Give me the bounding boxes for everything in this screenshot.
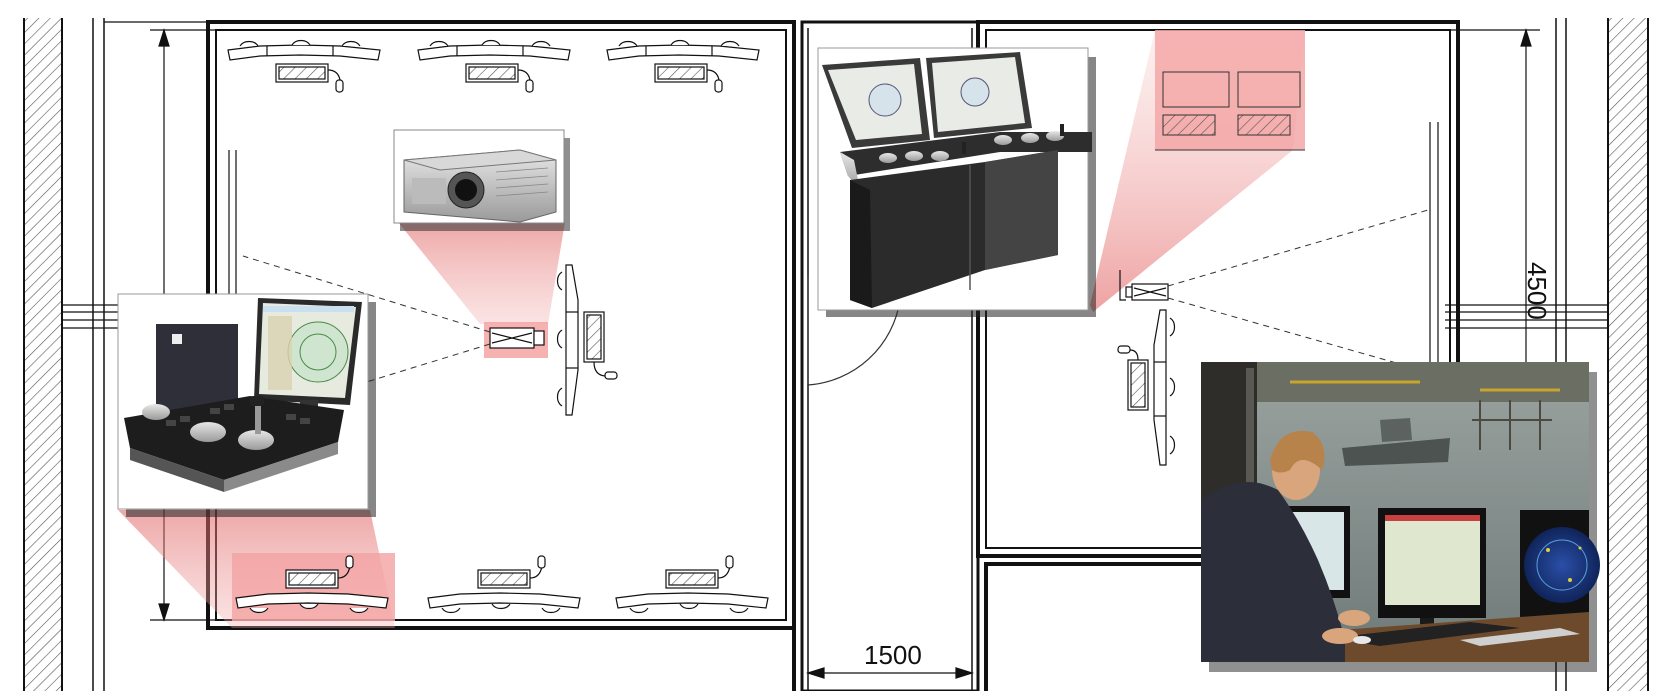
projection-screen-right bbox=[1429, 122, 1439, 380]
exterior-wall-right bbox=[1555, 18, 1649, 691]
workstation-top-3 bbox=[606, 39, 760, 93]
projector-highlight-wedge bbox=[398, 222, 565, 324]
workstation-bottom-2 bbox=[427, 555, 581, 614]
workstation-bottom-3 bbox=[615, 555, 769, 614]
instructor-station-right bbox=[1117, 309, 1176, 466]
corridor-dimension-line bbox=[805, 667, 975, 679]
corridor-width-label: 1500 bbox=[864, 640, 922, 670]
console-plan-top-right bbox=[1155, 71, 1305, 151]
projector-symbol-left bbox=[489, 327, 545, 349]
exterior-wall-left bbox=[23, 18, 105, 691]
instructor-station-left bbox=[556, 264, 618, 416]
projector-photo bbox=[393, 129, 570, 231]
projector-symbol-right bbox=[1119, 270, 1169, 301]
projection-rays-right bbox=[1167, 209, 1429, 373]
trainee-at-radar-screens-photo bbox=[1201, 362, 1600, 672]
room-depth-label: 4500 bbox=[1522, 262, 1552, 320]
double-cabinet-console-photo bbox=[817, 47, 1096, 317]
workstation-top-2 bbox=[417, 39, 571, 93]
desktop-console-photo bbox=[117, 293, 376, 517]
workstation-top-1 bbox=[227, 39, 381, 93]
workstation-bottom-1 bbox=[235, 555, 389, 614]
